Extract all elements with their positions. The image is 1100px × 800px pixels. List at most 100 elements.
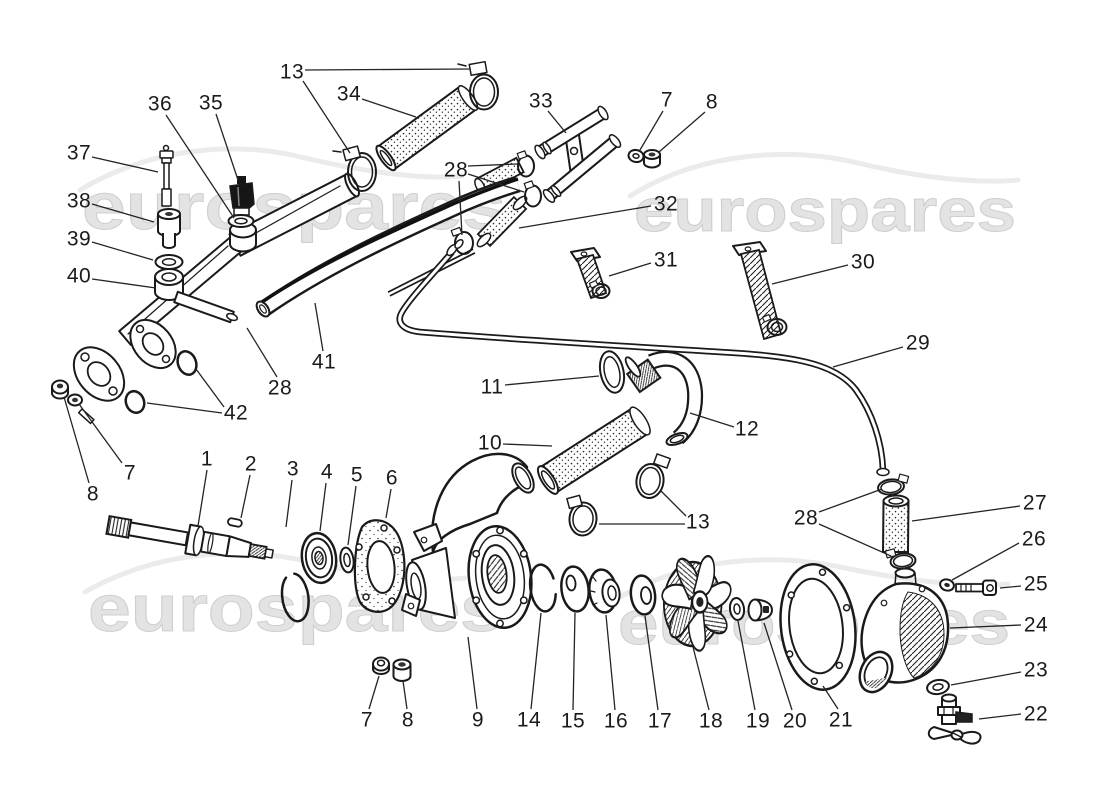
leader-line <box>547 110 567 134</box>
leader-line <box>246 327 278 378</box>
part-number-label: 12 <box>735 418 759 441</box>
part-clamp-13a <box>457 60 499 111</box>
leader-line <box>763 622 793 711</box>
leader-line <box>319 482 327 532</box>
part-sender-35 <box>229 176 255 216</box>
leader-line <box>572 612 576 711</box>
leader-line <box>215 113 239 181</box>
part-number-label: 8 <box>87 483 99 506</box>
part-number-label: 42 <box>224 402 248 425</box>
part-number-label: 28 <box>444 159 468 182</box>
part-fitting-38 <box>157 208 181 249</box>
leader-line <box>822 685 839 710</box>
part-gasket-21 <box>779 563 857 691</box>
leader-line <box>467 173 525 193</box>
part-bracket-31 <box>570 247 611 300</box>
part-hose-32b <box>476 195 528 248</box>
part-number-label: 33 <box>529 90 553 113</box>
part-clamp-28c <box>450 226 474 255</box>
leader-line <box>605 614 616 711</box>
part-tap-22 <box>927 693 982 745</box>
leader-line <box>91 156 159 173</box>
part-number-label: 11 <box>481 376 504 399</box>
leader-line <box>832 346 904 368</box>
part-number-label: 28 <box>794 507 818 530</box>
part-number-label: 30 <box>851 251 875 274</box>
leader-line <box>91 203 155 223</box>
part-number-label: 17 <box>648 710 672 733</box>
part-key-2 <box>227 517 243 528</box>
leader-line <box>91 278 157 289</box>
leader-line <box>63 396 90 484</box>
part-clamp-13e <box>566 494 598 537</box>
part-number-label: 32 <box>654 193 678 216</box>
leader-line <box>385 488 392 519</box>
part-number-label: 2 <box>245 453 257 476</box>
part-washer-7-top <box>627 148 645 164</box>
part-number-label: 29 <box>906 332 930 355</box>
part-pipe-29 <box>396 238 890 477</box>
part-number-label: 35 <box>199 92 223 115</box>
leader-line <box>368 675 380 710</box>
part-bracket-30 <box>732 241 788 341</box>
leader-line <box>285 479 293 528</box>
part-number-label: 31 <box>654 249 678 272</box>
part-washer-39 <box>154 254 184 270</box>
part-elbow-12 <box>624 350 704 447</box>
leader-line <box>737 620 756 711</box>
part-number-label: 26 <box>1022 528 1046 551</box>
part-hose-41 <box>255 175 521 318</box>
part-pipes-33 <box>534 105 622 203</box>
part-number-label: 20 <box>783 710 807 733</box>
leader-line <box>347 485 357 546</box>
part-number-label: 36 <box>148 93 172 116</box>
part-number-label: 24 <box>1024 614 1048 637</box>
part-hose-10 <box>536 406 651 495</box>
part-washer-19 <box>728 597 746 621</box>
part-hose-27 <box>881 494 910 553</box>
leader-line <box>467 163 518 167</box>
leader-line <box>197 469 208 527</box>
leader-line <box>771 264 849 285</box>
part-gasket-6 <box>353 519 406 613</box>
leader-line <box>504 375 600 386</box>
part-number-label: 39 <box>67 228 91 251</box>
drawing-layer <box>51 60 997 745</box>
part-washer-5 <box>339 546 355 574</box>
part-washer-23 <box>926 678 950 696</box>
car-silhouette-watermark <box>77 146 465 193</box>
leader-line <box>458 180 463 236</box>
leader-line <box>91 241 154 261</box>
part-clamp-13d <box>635 453 672 499</box>
part-number-label: 6 <box>386 467 398 490</box>
part-number-label: 7 <box>124 462 136 485</box>
part-number-label: 18 <box>699 710 723 733</box>
part-nut-7-bc <box>372 656 390 675</box>
leader-line <box>608 262 652 277</box>
part-number-label: 38 <box>67 190 91 213</box>
part-ring-11 <box>598 350 626 394</box>
part-number-label: 13 <box>686 511 710 534</box>
part-number-label: 5 <box>351 464 363 487</box>
leader-line <box>146 402 223 414</box>
part-manifold-pipe <box>72 172 360 425</box>
part-shaft-1 <box>105 514 274 560</box>
part-impeller-18 <box>661 554 732 652</box>
part-number-label: 28 <box>268 377 292 400</box>
leader-line <box>689 412 735 428</box>
part-bush-8-bc <box>392 658 412 682</box>
part-oring-42a <box>176 350 198 376</box>
leader-line <box>639 110 664 151</box>
leader-line <box>402 680 408 710</box>
part-number-label: 9 <box>472 709 484 732</box>
leader-line <box>999 585 1022 589</box>
part-number-label: 14 <box>517 709 541 732</box>
leader-line <box>530 612 542 710</box>
part-number-label: 37 <box>67 142 91 165</box>
leader-line <box>818 523 892 557</box>
leader-line <box>692 646 710 711</box>
part-number-label: 16 <box>604 710 628 733</box>
